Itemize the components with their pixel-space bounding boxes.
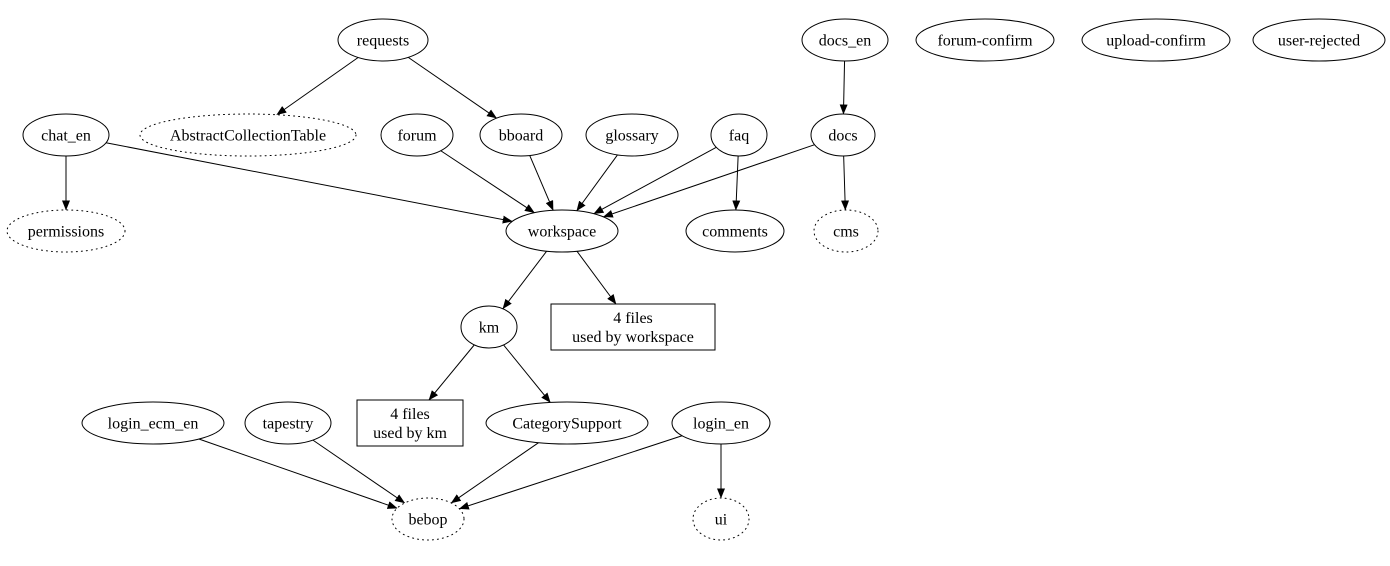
node-requests: requests bbox=[337, 18, 429, 62]
node-glossary: glossary bbox=[585, 113, 679, 157]
edge-chat_en-to-workspace bbox=[105, 142, 513, 224]
node-label: forum bbox=[397, 128, 437, 145]
node-tapestry: tapestry bbox=[244, 401, 332, 445]
node-comments: comments bbox=[685, 209, 785, 253]
node-upload_confirm: upload-confirm bbox=[1081, 18, 1231, 62]
node-forum: forum bbox=[380, 113, 454, 157]
edge-workspace-to-files_workspace bbox=[576, 250, 617, 305]
node-ellipse-shape bbox=[810, 113, 876, 157]
node-label: upload-confirm bbox=[1106, 33, 1206, 50]
node-ui: ui bbox=[692, 497, 750, 541]
node-km: km bbox=[460, 305, 518, 349]
edge-km-to-files_km bbox=[428, 344, 475, 401]
node-ellipse-shape bbox=[710, 113, 768, 157]
node-label: login_ecm_en bbox=[108, 416, 199, 433]
edge-tapestry-to-bebop bbox=[312, 439, 406, 504]
node-ellipse-shape bbox=[479, 113, 563, 157]
node-permissions: permissions bbox=[6, 209, 126, 253]
node-bboard: bboard bbox=[479, 113, 563, 157]
node-label: faq bbox=[729, 128, 749, 145]
node-label: used by km bbox=[373, 425, 447, 442]
node-label: comments bbox=[702, 224, 768, 241]
node-ellipse-shape bbox=[81, 401, 225, 445]
edge-faq-to-workspace bbox=[593, 146, 717, 215]
node-ellipse-shape bbox=[801, 18, 889, 62]
node-ellipse-shape bbox=[671, 401, 771, 445]
node-ellipse-shape bbox=[685, 209, 785, 253]
node-user_rejected: user-rejected bbox=[1252, 18, 1386, 62]
node-label: login_en bbox=[693, 416, 749, 433]
node-label: cms bbox=[833, 224, 859, 241]
node-docs_en: docs_en bbox=[801, 18, 889, 62]
edge-bboard-to-workspace bbox=[529, 155, 554, 211]
node-label: requests bbox=[357, 33, 409, 50]
node-ellipse-shape bbox=[337, 18, 429, 62]
edge-login_en-to-bebop bbox=[458, 435, 683, 510]
edge-workspace-to-km bbox=[502, 250, 548, 310]
node-faq: faq bbox=[710, 113, 768, 157]
node-label: tapestry bbox=[263, 416, 314, 433]
node-AbstractCollectionTable: AbstractCollectionTable bbox=[139, 113, 357, 157]
node-label: docs bbox=[828, 128, 857, 145]
node-label: ui bbox=[715, 512, 728, 529]
edge-docs-to-workspace bbox=[602, 144, 815, 218]
node-ellipse-shape bbox=[1081, 18, 1231, 62]
node-label: bboard bbox=[499, 128, 543, 145]
node-label: permissions bbox=[28, 224, 104, 241]
node-label: km bbox=[479, 320, 500, 337]
node-label: user-rejected bbox=[1278, 33, 1360, 50]
node-ellipse-shape bbox=[813, 209, 879, 253]
node-ellipse-shape bbox=[460, 305, 518, 349]
node-ellipse-shape bbox=[139, 113, 357, 157]
node-cms: cms bbox=[813, 209, 879, 253]
node-ellipse-shape bbox=[244, 401, 332, 445]
edge-faq-to-comments bbox=[732, 155, 741, 211]
edge-km-to-CategorySupport bbox=[503, 344, 551, 403]
node-label: docs_en bbox=[819, 33, 871, 50]
node-workspace: workspace bbox=[505, 209, 619, 253]
edge-requests-to-bboard bbox=[407, 56, 497, 119]
node-label: bebop bbox=[408, 512, 447, 529]
node-CategorySupport: CategorySupport bbox=[485, 401, 649, 445]
node-ellipse-shape bbox=[6, 209, 126, 253]
edge-login_ecm_en-to-bebop bbox=[198, 438, 398, 509]
edge-docs-to-cms bbox=[841, 155, 850, 211]
node-label: forum-confirm bbox=[937, 33, 1033, 50]
node-ellipse-shape bbox=[380, 113, 454, 157]
node-label: CategorySupport bbox=[512, 416, 622, 433]
edge-glossary-to-workspace bbox=[576, 154, 618, 212]
node-files_workspace: 4 files used by workspace bbox=[550, 303, 716, 351]
node-ellipse-shape bbox=[692, 497, 750, 541]
node-label: glossary bbox=[605, 128, 658, 145]
node-chat_en: chat_en bbox=[22, 113, 110, 157]
node-label: 4 files bbox=[390, 406, 430, 423]
node-ellipse-shape bbox=[1252, 18, 1386, 62]
edge-CategorySupport-to-bebop bbox=[450, 442, 539, 504]
node-label: used by workspace bbox=[572, 329, 694, 346]
edge-forum-to-workspace bbox=[440, 150, 535, 214]
node-ellipse-shape bbox=[22, 113, 110, 157]
node-label: 4 files bbox=[613, 310, 653, 327]
node-files_km: 4 files used by km bbox=[356, 399, 464, 447]
node-ellipse-shape bbox=[391, 497, 465, 541]
edge-requests-to-AbstractCollectionTable bbox=[276, 57, 359, 116]
node-ellipse-shape bbox=[485, 401, 649, 445]
node-ellipse-shape bbox=[505, 209, 619, 253]
node-label: chat_en bbox=[41, 128, 91, 145]
node-box-shape bbox=[550, 303, 716, 351]
node-box-shape bbox=[356, 399, 464, 447]
node-label: AbstractCollectionTable bbox=[170, 128, 326, 145]
node-ellipse-shape bbox=[585, 113, 679, 157]
node-forum_confirm: forum-confirm bbox=[915, 18, 1055, 62]
node-bebop: bebop bbox=[391, 497, 465, 541]
node-docs: docs bbox=[810, 113, 876, 157]
node-login_en: login_en bbox=[671, 401, 771, 445]
node-login_ecm_en: login_ecm_en bbox=[81, 401, 225, 445]
node-ellipse-shape bbox=[915, 18, 1055, 62]
node-label: workspace bbox=[528, 224, 596, 241]
edge-docs_en-to-docs bbox=[839, 60, 848, 115]
